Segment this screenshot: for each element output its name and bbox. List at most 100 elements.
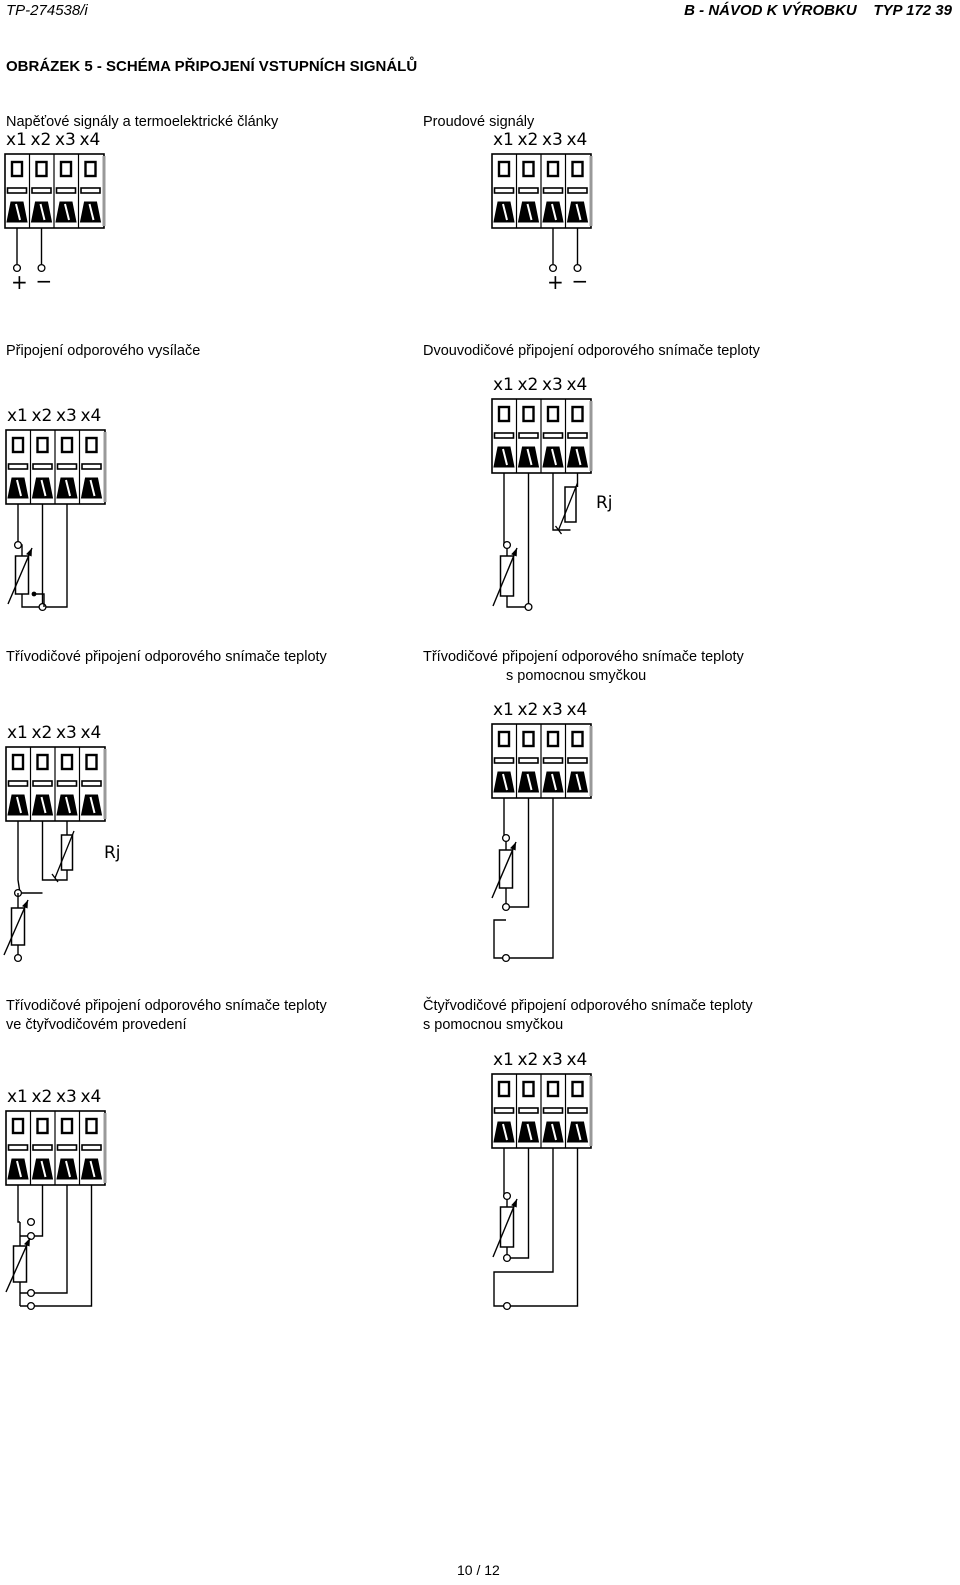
terminal-node — [502, 1253, 512, 1263]
terminal-clamp — [567, 432, 588, 439]
wire — [42, 504, 68, 608]
terminal-clamp — [567, 1107, 588, 1114]
arrow-head — [22, 900, 28, 909]
terminal-clamp — [7, 463, 29, 470]
terminal-clamp — [518, 1107, 539, 1114]
terminal-highlight — [526, 1123, 533, 1141]
terminal-screw — [85, 1117, 98, 1135]
terminal-node — [26, 1288, 36, 1298]
terminal-node — [13, 953, 23, 963]
terminal-screw — [11, 436, 25, 454]
terminal-label-x3: x3 — [56, 406, 77, 426]
plus-sign: + — [11, 270, 28, 294]
minus-sign: − — [36, 269, 53, 293]
terminal-node — [502, 540, 512, 550]
terminal-screw — [85, 753, 98, 771]
terminal-label-x1: x1 — [493, 700, 514, 720]
terminal-screw — [522, 160, 535, 178]
terminal-clamp — [518, 757, 539, 764]
terminal-node — [26, 1231, 36, 1241]
rj-label: Rj — [104, 843, 121, 863]
terminal-clamp — [542, 757, 564, 764]
caption-resistive-transmitter: Připojení odporového vysílače — [6, 343, 201, 359]
terminal-clamp — [542, 432, 564, 439]
terminal-screw — [546, 730, 560, 748]
terminal-highlight — [502, 1123, 508, 1141]
terminal-clamp — [518, 187, 539, 194]
wire — [506, 473, 530, 608]
terminal-label-x1: x1 — [7, 723, 28, 743]
terminal-node — [501, 953, 511, 963]
terminal-label-x2: x2 — [32, 406, 53, 426]
terminal-clamp — [493, 187, 515, 194]
caption-three-wire-rtd-loop: Třívodičové připojení odporového snímače… — [423, 649, 744, 684]
terminal-clamp — [55, 187, 77, 194]
terminal-label-x4: x4 — [80, 130, 101, 150]
rj-arrow — [557, 482, 579, 531]
terminal-node — [12, 263, 22, 273]
terminal-screw — [522, 730, 535, 748]
terminal-highlight — [16, 479, 22, 497]
terminal-highlight — [502, 448, 508, 466]
terminal-clamp — [518, 432, 539, 439]
terminal-clamp — [81, 463, 102, 470]
terminal-screw — [571, 405, 584, 423]
terminal-label-x4: x4 — [567, 375, 588, 395]
terminal-clamp — [32, 1144, 53, 1151]
terminal-clamp — [7, 1144, 29, 1151]
terminal-node — [501, 902, 511, 912]
terminal-highlight — [89, 796, 96, 814]
terminal-clamp — [493, 432, 515, 439]
document-section: B - NÁVOD K VÝROBKU TYP 172 39 — [684, 2, 952, 19]
terminal-screw — [36, 753, 49, 771]
terminal-label-x2: x2 — [32, 723, 53, 743]
terminal-clamp — [81, 1144, 102, 1151]
terminal-label-x2: x2 — [32, 1087, 53, 1107]
terminal-screw — [59, 160, 73, 178]
terminal-clamp — [6, 187, 28, 194]
terminal-screw — [522, 405, 535, 423]
terminal-highlight — [40, 1160, 47, 1178]
wire — [552, 473, 571, 531]
terminal-label-x2: x2 — [518, 1050, 539, 1070]
terminal-clamp — [493, 757, 515, 764]
terminal-node — [13, 540, 23, 550]
terminal-node — [26, 1217, 36, 1227]
terminal-label-x4: x4 — [81, 1087, 102, 1107]
terminal-label-x1: x1 — [6, 130, 27, 150]
terminal-label-x2: x2 — [31, 130, 52, 150]
resistor-arrow — [491, 841, 517, 899]
terminal-screw — [36, 1117, 49, 1135]
page-number: 10 / 12 — [457, 1562, 500, 1578]
terminal-screw — [35, 160, 48, 178]
terminal-highlight — [40, 479, 47, 497]
terminal-highlight — [575, 1123, 582, 1141]
terminal-highlight — [526, 773, 533, 791]
terminal-node — [26, 1301, 36, 1311]
terminal-node — [548, 263, 558, 273]
terminal-screw — [60, 436, 74, 454]
terminal-highlight — [89, 479, 96, 497]
terminal-clamp — [567, 187, 588, 194]
minus-sign: − — [572, 269, 589, 293]
rj-arrow — [54, 830, 75, 879]
arrow-head — [511, 548, 517, 557]
wire — [34, 593, 45, 607]
caption-voltage-thermocouple: Napěťové signály a termoelektrické článk… — [6, 114, 279, 130]
terminal-label-x3: x3 — [542, 130, 563, 150]
terminal-screw — [60, 753, 74, 771]
wire — [493, 1148, 579, 1307]
terminal-clamp — [56, 780, 78, 787]
figure-title: OBRÁZEK 5 - SCHÉMA PŘIPOJENÍ VSTUPNÍCH S… — [6, 58, 418, 75]
arrow-head — [510, 842, 516, 851]
terminal-screw — [84, 160, 97, 178]
wire — [505, 798, 530, 908]
terminal-label-x4: x4 — [81, 406, 102, 426]
terminal-screw — [497, 1080, 511, 1098]
terminal-highlight — [89, 1160, 96, 1178]
wire — [17, 1185, 20, 1223]
terminal-highlight — [64, 203, 70, 221]
terminal-clamp — [81, 780, 102, 787]
rj-label: Rj — [596, 493, 613, 513]
